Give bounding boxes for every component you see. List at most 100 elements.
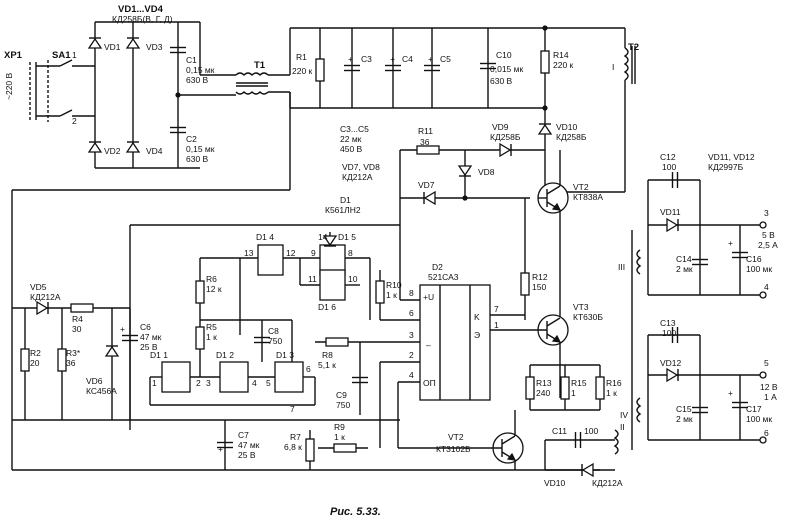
diode-vd3 [126,37,140,49]
label-d1-6: D1 6 [318,302,336,312]
label-r7-value: 6,8 к [284,442,302,452]
label-c10-value: 0,015 мк [490,64,523,74]
diode-vd9 [499,143,512,157]
label-vd11-vd12: VD11, VD12 [708,152,755,162]
label-pin-9: 9 [311,248,316,258]
resistor-r3 [57,348,67,372]
label-pin-12: 12 [286,248,296,258]
label-c4: C4 [402,54,413,64]
label-t2: T2 [628,42,639,53]
label-r5-value: 1 к [206,332,217,342]
resistor-r7 [305,438,315,462]
label-d2-minus: – [426,340,431,350]
label-d2-vcc: +U [423,292,434,302]
label-vd6-type: КС456А [86,386,117,396]
label-pin-10: 10 [348,274,358,284]
diode-vd10-lower [581,463,594,477]
resistor-r11 [416,145,440,155]
label-out-1a: 1 А [764,392,777,402]
label-d2-pin2: 2 [409,350,414,360]
output-12v [636,326,767,444]
label-xp1: XP1 [4,50,23,61]
label-c6-voltage: 25 В [140,342,158,352]
label-c15: C15 [676,404,692,414]
gate-d1-1 [161,361,191,393]
label-terminal-3: 3 [764,208,769,218]
gate-d1-6 [319,269,346,301]
label-vd9-type: КД258Б [490,132,521,142]
mains-input [29,59,95,122]
label-c3-c5-voltage: 450 В [340,144,363,154]
label-c3: C3 [361,54,372,64]
resistor-r6 [195,280,205,304]
label-c3-c5-value: 22 мк [340,134,362,144]
label-c4-plus: + [390,54,395,64]
transformer-t1 [178,22,290,96]
label-r4-value: 30 [72,324,82,334]
label-c13-value: 100 [662,328,676,338]
label-d1-type: К561ЛН2 [325,205,361,215]
label-pin-8: 8 [348,248,353,258]
label-pin-14: 14 [318,232,328,242]
label-r12-value: 150 [532,282,546,292]
resistor-r15 [560,376,570,400]
label-t1: T1 [254,60,266,71]
label-terminal-5: 5 [764,358,769,368]
label-r3: R3* [66,348,81,358]
resistor-r14 [540,50,550,74]
label-c8: C8 [268,326,279,336]
label-vt2-bottom: VT2 [448,432,464,442]
label-d1-1: D1 1 [150,350,168,360]
zener-vd6 [105,345,119,357]
label-sa1: SA1 [52,50,71,61]
label-c2: C2 [186,134,197,144]
label-vd9: VD9 [492,122,509,132]
label-pin-4: 4 [252,378,257,388]
label-c5: C5 [440,54,451,64]
label-r9: R9 [334,422,345,432]
resistor-r5 [195,326,205,350]
label-c6-value: 47 мк [140,332,162,342]
label-terminal-6: 6 [764,428,769,438]
label-c9: C9 [336,390,347,400]
label-c5-plus: + [428,54,433,64]
label-r14: R14 [553,50,569,60]
label-vd7-vd8-type: КД212А [342,172,373,182]
label-d2-e: Э [474,330,480,340]
label-pin-5: 5 [266,378,271,388]
label-c1-value: 0,15 мк [186,65,215,75]
label-r16: R16 [606,378,622,388]
label-pin-7: 7 [290,404,295,414]
label-c17-value: 100 мк [746,414,772,424]
label-c9-value: 750 [336,400,350,410]
label-c12-value: 100 [662,162,676,172]
label-c7: C7 [238,430,249,440]
label-d2-pin4: 4 [409,370,414,380]
label-c16-value: 100 мк [746,264,772,274]
label-r13-value: 240 [536,388,550,398]
label-vt2-top: VT2 [573,182,589,192]
label-d1: D1 [340,195,351,205]
label-node-2: 2 [72,116,77,126]
label-220v: ~220 В [4,72,14,100]
label-c15-value: 2 мк [676,414,693,424]
label-d1-5: D1 5 [338,232,356,242]
diode-vd7 [423,191,436,205]
label-vd10-upper-type: КД258Б [556,132,587,142]
label-vd8: VD8 [478,167,495,177]
diode-vd11 [666,218,679,232]
label-vd10-lower: VD10 [544,478,566,488]
label-c10: C10 [496,50,512,60]
label-d2-pin1: 1 [494,320,499,330]
label-c11: C11 [552,426,567,436]
label-vd1-vd4: VD1...VD4 [118,4,164,15]
emitter-resistors [525,364,605,411]
terminal-4 [759,291,767,299]
label-vt2-bottom-type: КТ3102Б [436,444,471,454]
figure-caption: Рис. 5.33. [330,506,381,518]
resistor-r9 [333,443,357,453]
resistor-r8 [325,337,349,347]
terminal-5 [759,371,767,379]
label-c11-value: 100 [584,426,598,436]
